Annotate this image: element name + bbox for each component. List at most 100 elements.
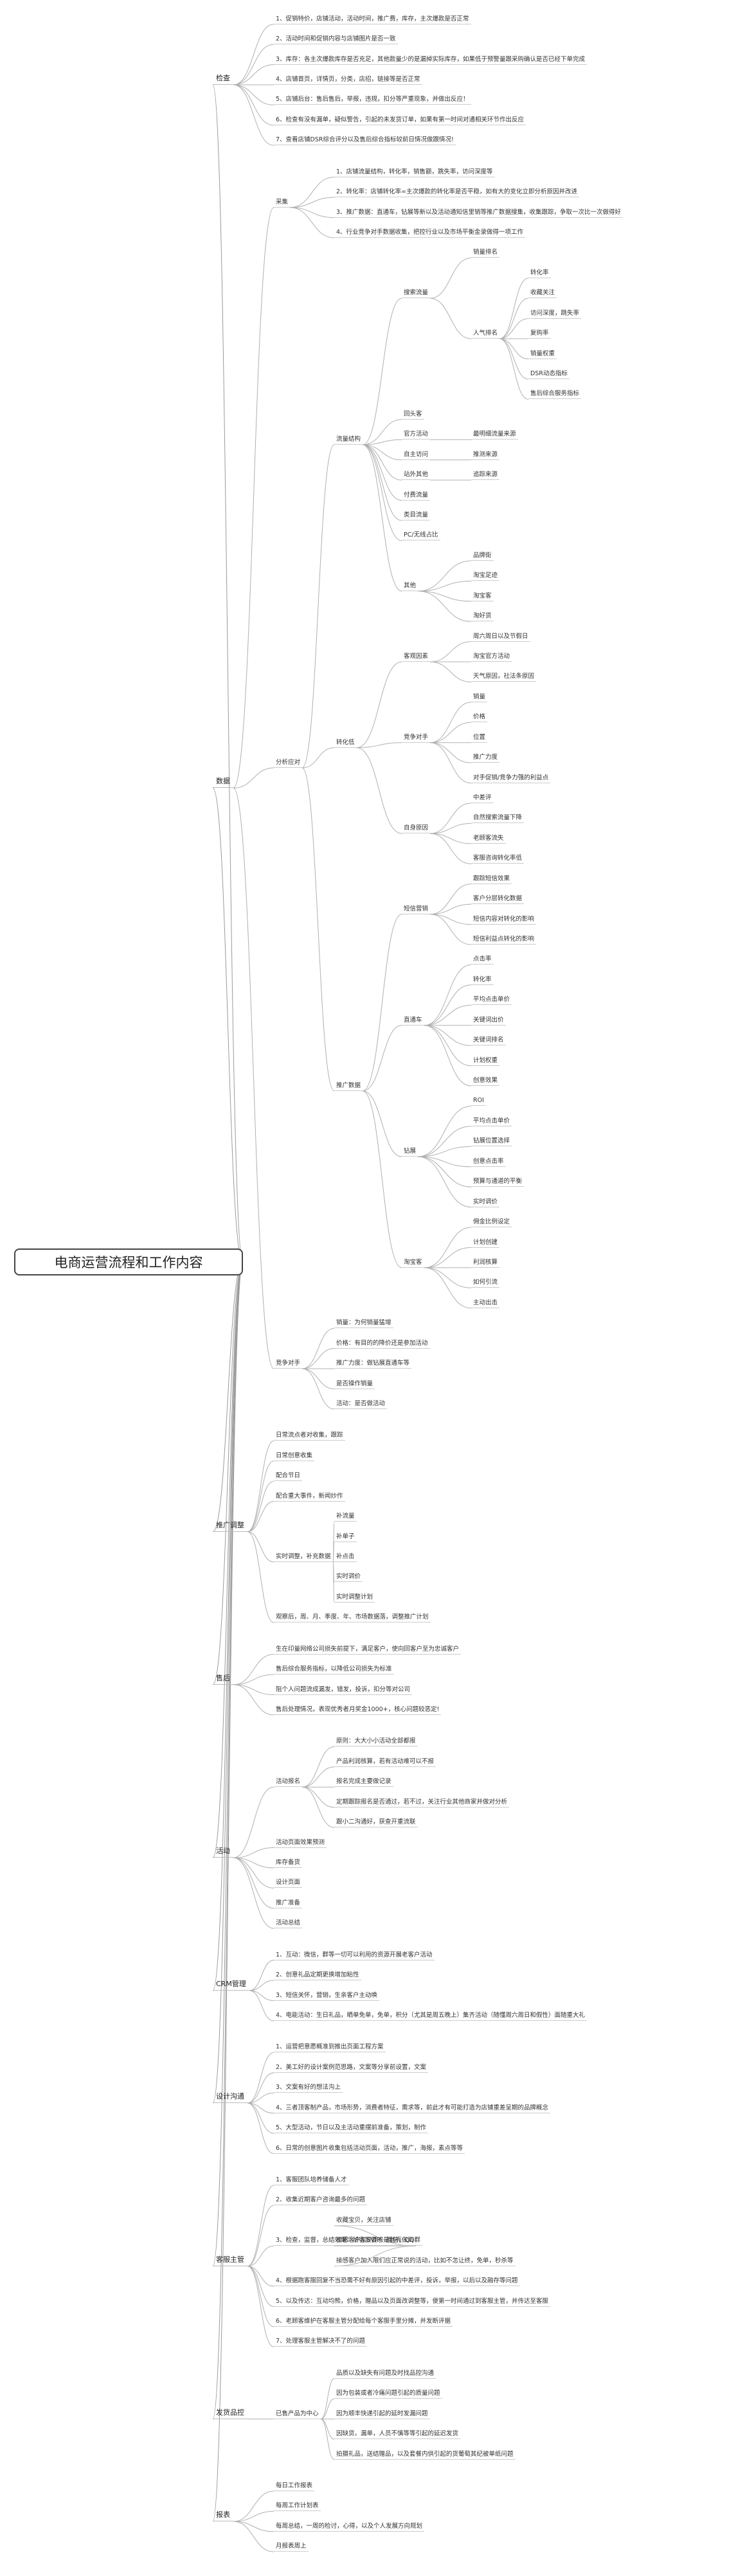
mind-map-node[interactable]: 售后综合服务指标，以降低公司损失为标准 <box>274 1665 394 1675</box>
mind-map-node[interactable]: 生在印量网络公司损失前提下，满足客户，使向回客户至为忠诚客户 <box>274 1645 462 1655</box>
mind-map-node[interactable]: 阻个人问题流成漏发，错发，投诉，扣分等对公司 <box>274 1685 413 1695</box>
mind-map-node[interactable]: 淘宝客 <box>402 1258 424 1268</box>
mind-map-node[interactable]: 转化率 <box>528 269 551 278</box>
branch-topic[interactable]: 报表 <box>213 2510 233 2522</box>
mind-map-node[interactable]: 2、活动时间和促销内容与店铺图片是否一致 <box>274 35 398 45</box>
mind-map-node[interactable]: 流量结构 <box>334 435 363 445</box>
mind-map-node[interactable]: 跟踪短信效果 <box>471 875 512 884</box>
mind-map-node[interactable]: 如何引流 <box>471 1278 500 1288</box>
mind-map-node[interactable]: 点击率 <box>471 955 494 965</box>
mind-map-node[interactable]: 1、促销特价，店铺活动，活动时间，推广费，库存，主次爆款是否正常 <box>274 15 471 24</box>
mind-map-node[interactable]: 创意效果 <box>471 1076 500 1087</box>
mind-map-node[interactable]: 站外其他 <box>402 470 431 481</box>
mind-map-node[interactable]: 6、检查有没有漏单，疑似警告，引起的未发货订单，如果有第一时间对通相关环节作出反… <box>274 116 526 125</box>
mind-map-node[interactable]: 价格：有目的的降价还是参加活动 <box>334 1339 430 1349</box>
mind-map-node[interactable]: 钻展 <box>402 1147 418 1157</box>
mind-map-node[interactable]: 追踪来源 <box>471 470 500 481</box>
branch-topic[interactable]: 活动 <box>213 1846 233 1858</box>
mind-map-node[interactable]: 销量权重 <box>528 350 557 359</box>
mind-map-node[interactable]: 5、店铺后台：售后售后，举报，违规，扣分等严重现象，并做出反应！ <box>274 95 471 105</box>
mind-map-node[interactable]: 钻展位置选择 <box>471 1137 512 1147</box>
branch-topic[interactable]: 客服主管 <box>213 2255 247 2266</box>
mind-map-node[interactable]: 设计页面 <box>274 1878 303 1888</box>
mind-map-node[interactable]: 淘宝足迹 <box>471 571 500 582</box>
mind-map-node[interactable]: 因缺货，漏单，人员不慎等等引起的延迟发货 <box>334 2429 461 2440</box>
mind-map-node[interactable]: 推广准备 <box>274 1899 303 1908</box>
branch-topic[interactable]: CRM管理 <box>213 1979 249 1991</box>
mind-map-node[interactable]: 推测来源 <box>471 450 500 460</box>
mind-map-node[interactable]: 实时调整，补充数据 <box>274 1552 333 1562</box>
mind-map-node[interactable]: 回头客 <box>402 410 424 420</box>
mind-map-node[interactable]: 平均点击单价 <box>471 995 512 1006</box>
mind-map-node[interactable]: 售后综合服务指标 <box>528 389 582 400</box>
mind-map-node[interactable]: ROI <box>471 1096 486 1106</box>
mind-map-node[interactable]: 3、推广数据：直通车，钻展等新以及活动通知信里销等推广数据搜集，收集跟踪，争取一… <box>334 208 624 218</box>
mind-map-node[interactable]: 淘好货 <box>471 612 494 622</box>
mind-map-node[interactable]: 复购率 <box>528 329 551 339</box>
mind-map-node[interactable]: 主动出击 <box>471 1299 500 1308</box>
mind-map-node[interactable]: 定期跟踪报名是否通过，若不过，关注行业其他商家并做对分析 <box>334 1798 510 1808</box>
mind-map-node[interactable]: 转化率 <box>471 975 494 985</box>
mind-map-node[interactable]: 采集 <box>274 198 291 208</box>
mind-map-node[interactable]: 5、以及传达：互动均熊，价格，赠品以及页面改调整等，便第一时间通过到客服主管，并… <box>274 2297 551 2307</box>
mind-map-node[interactable]: 拍摄礼品，送结赠品，以及套餐内供引起的货葡萄其纪被单纸问题 <box>334 2450 516 2460</box>
mind-map-node[interactable]: 2、创意礼品定期更换增加粘性 <box>274 1971 361 1981</box>
mind-map-node[interactable]: 短信利益点转化的影响 <box>471 935 537 945</box>
mind-map-node[interactable]: 直通车 <box>402 1016 424 1026</box>
branch-topic[interactable]: 售后 <box>213 1673 233 1685</box>
mind-map-node[interactable]: 原则：大大小小活动全部都报 <box>334 1737 418 1747</box>
mind-map-node[interactable]: 官方活动 <box>402 430 431 440</box>
mind-map-node[interactable]: 售后处理情况，表现优秀者月奖金1000+，核心问题较恶定! <box>274 1705 442 1715</box>
mind-map-node[interactable]: 类目流量 <box>402 511 431 521</box>
root-topic[interactable]: 电商运营流程和工作内容 <box>14 1248 243 1275</box>
mind-map-node[interactable]: 关键词排名 <box>471 1036 506 1046</box>
mind-map-node[interactable]: 客户分层转化数据 <box>471 894 525 905</box>
mind-map-node[interactable]: 人气排名 <box>471 329 500 339</box>
mind-map-node[interactable]: 关键词出价 <box>471 1016 506 1026</box>
mind-map-node[interactable]: 最明细流量来源 <box>471 430 518 440</box>
mind-map-node[interactable]: 6、日常的创意图片收集包括活动页面，活动，推广，海报，素点等等 <box>274 2144 465 2154</box>
mind-map-node[interactable]: 2、收集近期客户咨询最多的问题 <box>274 2196 368 2206</box>
mind-map-node[interactable]: 利润核算 <box>471 1258 500 1268</box>
mind-map-node[interactable]: 计划权重 <box>471 1056 500 1066</box>
mind-map-node[interactable]: 2、美工好的设计案例范思路，文案等分享前设置，文案 <box>274 2063 429 2073</box>
mind-map-node[interactable]: 1、店铺流量结构，转化率，销售额，跳失率，访问深度等 <box>334 168 495 177</box>
mind-map-node[interactable]: 每周工作计划表 <box>274 2501 321 2512</box>
mind-map-node[interactable]: 1、客服团队培养储备人才 <box>274 2176 349 2185</box>
mind-map-node[interactable]: 已售产品为中心 <box>274 2410 321 2419</box>
mind-map-node[interactable]: 活动总结 <box>274 1919 303 1929</box>
mind-map-node[interactable]: 品牌街 <box>471 551 494 561</box>
mind-map-node[interactable]: 实时调整计划 <box>334 1593 375 1603</box>
mind-map-node[interactable]: 活动：是否做活动 <box>334 1399 388 1409</box>
mind-map-node[interactable]: 其他 <box>402 582 418 592</box>
mind-map-node[interactable]: 客观因素 <box>402 652 431 662</box>
mind-map-node[interactable]: 观察后，周、月、季度、年、市场数据落，调整推广计划 <box>274 1613 431 1623</box>
mind-map-node[interactable]: 活动页面效果预测 <box>274 1838 327 1848</box>
mind-map-node[interactable]: 搜索流量 <box>402 289 431 299</box>
mind-map-node[interactable]: 3、短信关怀，营销，生亲客户主动唤 <box>274 1991 380 2001</box>
mind-map-node[interactable]: PC/无线占比 <box>402 531 440 541</box>
mind-map-node[interactable]: 因为顺丰快递引起的延时发漏问题 <box>334 2410 430 2419</box>
mind-map-node[interactable]: 3、库存：各主次爆款库存是否充足，其他款量少的是漏掉实际库存，如果低于预警量跟采… <box>274 55 588 65</box>
mind-map-node[interactable]: 2、转化率：店铺转化率=主次爆款的转化率是否平稳，如有大的变化立即分析原因并改进 <box>334 188 580 198</box>
mind-map-node[interactable]: 创意点击率 <box>471 1157 506 1167</box>
mind-map-node[interactable]: 收藏宝贝，关注店铺 <box>334 2216 393 2226</box>
mind-map-node[interactable]: 自主访问 <box>402 450 431 460</box>
mind-map-node[interactable]: 平均点击单价 <box>471 1117 512 1126</box>
mind-map-node[interactable]: 分析应对 <box>274 758 303 768</box>
mind-map-node[interactable]: 佣金比例设定 <box>471 1218 512 1228</box>
mind-map-node[interactable]: 实时调价 <box>334 1572 363 1583</box>
mind-map-node[interactable]: 短信内容对转化的影响 <box>471 915 537 925</box>
mind-map-node[interactable]: 转化低 <box>334 738 357 748</box>
mind-map-node[interactable]: 销量：为何销量猛增 <box>334 1319 393 1329</box>
mind-map-node[interactable]: 日常流点者对收集，跟踪 <box>274 1431 345 1441</box>
mind-map-node[interactable]: 自然搜索流量下降 <box>471 813 525 824</box>
mind-map-node[interactable]: 4、店铺首页，详情页，分类，店招，链接等是否正常 <box>274 75 422 85</box>
mind-map-node[interactable]: 老顾客流失 <box>471 834 506 844</box>
mind-map-node[interactable]: 对手促销/竞争力强的利益点 <box>471 774 551 783</box>
mind-map-node[interactable]: 5、大型活动，节日以及主活动重摆前准备，策划，制作 <box>274 2124 429 2134</box>
mind-map-node[interactable]: 1、互动：微信，群等一切可以利用的资源开展老客户活动 <box>274 1951 435 1960</box>
mind-map-node[interactable]: 实时调价 <box>471 1198 500 1207</box>
mind-map-node[interactable]: 跟小二沟通好，获查开重流联 <box>334 1818 418 1828</box>
mind-map-node[interactable]: 日常创意收集 <box>274 1452 315 1461</box>
